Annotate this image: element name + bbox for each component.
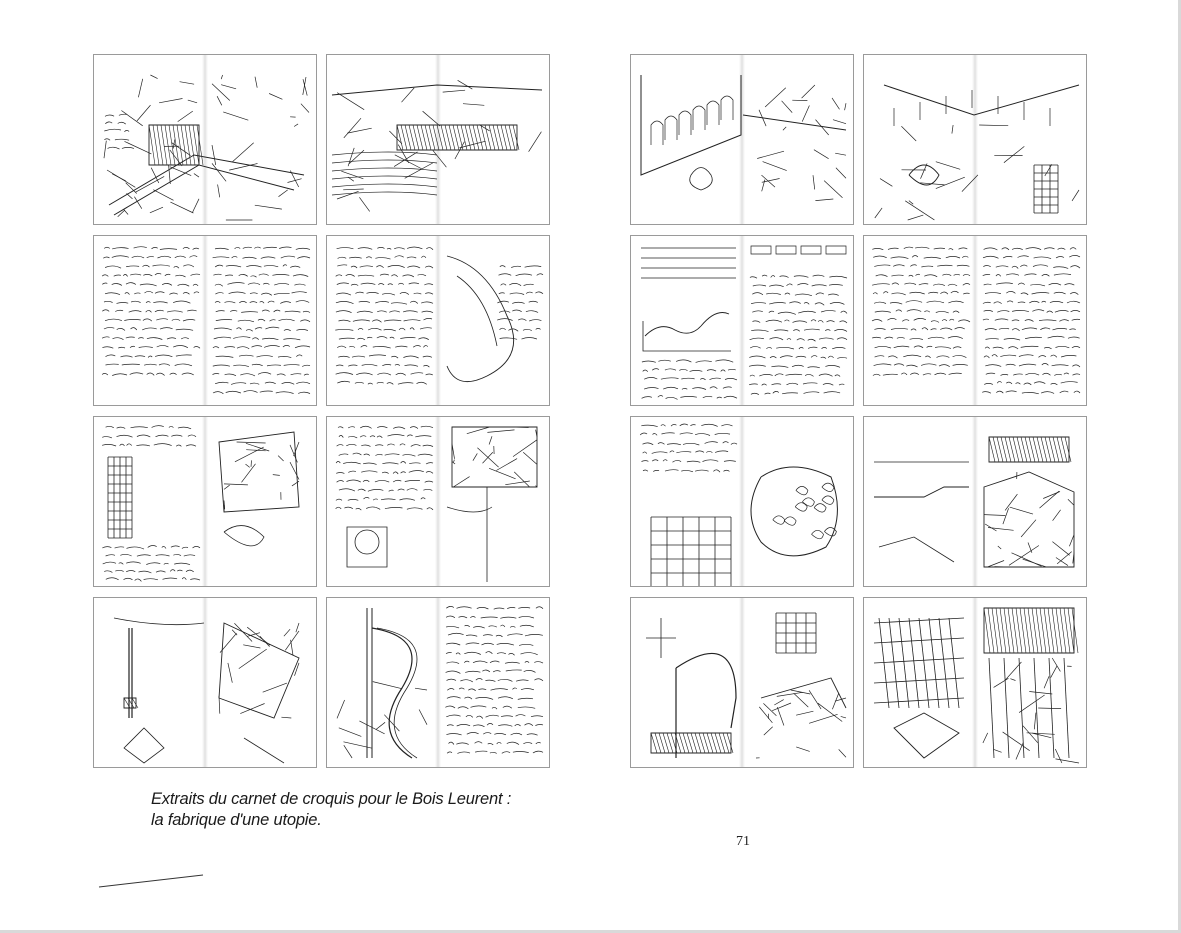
sketch-thumbnail xyxy=(326,416,550,587)
sketch-thumbnail xyxy=(863,235,1087,406)
notebook-spine xyxy=(202,417,208,586)
sketch-drawing xyxy=(873,607,1080,764)
notebook-spine xyxy=(202,598,208,767)
sketch-drawing xyxy=(640,75,847,201)
sketch-drawing xyxy=(874,436,1075,568)
sketch-thumbnail xyxy=(863,416,1087,587)
notebook-spine xyxy=(739,598,745,767)
figure-caption: Extraits du carnet de croquis pour le Bo… xyxy=(151,789,511,831)
sketch-thumbnail xyxy=(93,597,317,768)
notebook-spine xyxy=(972,417,978,586)
notebook-spine xyxy=(435,236,441,405)
sketch-drawing xyxy=(113,617,300,764)
sketch-drawing xyxy=(335,246,544,385)
sketch-drawing xyxy=(101,246,311,395)
sketch-drawing xyxy=(335,425,538,582)
notebook-spine xyxy=(739,417,745,586)
notebook-spine xyxy=(435,417,441,586)
page-right-edge xyxy=(1178,0,1181,933)
notebook-spine xyxy=(972,55,978,224)
notebook-spine xyxy=(972,236,978,405)
notebook-spine xyxy=(202,236,208,405)
sketch-drawing xyxy=(331,79,543,212)
sketch-drawing xyxy=(336,606,544,759)
notebook-spine xyxy=(435,55,441,224)
notebook-spine xyxy=(202,55,208,224)
sketch-thumbnail xyxy=(93,235,317,406)
notebook-spine xyxy=(739,236,745,405)
sketch-thumbnail xyxy=(326,235,550,406)
caption-line-1: Extraits du carnet de croquis pour le Bo… xyxy=(151,790,512,808)
notebook-spine xyxy=(972,598,978,767)
sketch-drawing xyxy=(871,246,1081,395)
notebook-spine xyxy=(435,598,441,767)
page-bottom-edge xyxy=(0,930,1181,933)
sketch-thumbnail xyxy=(630,235,854,406)
sketch-thumbnail xyxy=(863,54,1087,225)
sketch-drawing xyxy=(103,74,310,221)
sketch-thumbnail xyxy=(326,597,550,768)
sketch-thumbnail xyxy=(93,54,317,225)
sketch-drawing xyxy=(646,612,847,759)
caption-line-2: la fabrique d'une utopie. xyxy=(151,811,322,829)
sketch-thumbnail xyxy=(326,54,550,225)
sketch-drawing xyxy=(639,423,838,586)
sketch-thumbnail xyxy=(863,597,1087,768)
notebook-spine xyxy=(739,55,745,224)
sketch-thumbnail xyxy=(93,416,317,587)
sketch-thumbnail xyxy=(630,416,854,587)
sketch-drawing xyxy=(874,84,1080,221)
sketch-drawing xyxy=(101,425,300,582)
page-number: 71 xyxy=(736,834,750,849)
sketch-thumbnail xyxy=(630,54,854,225)
sketch-drawing xyxy=(641,245,848,400)
sketch-thumbnail xyxy=(630,597,854,768)
decorative-rule xyxy=(98,874,204,888)
